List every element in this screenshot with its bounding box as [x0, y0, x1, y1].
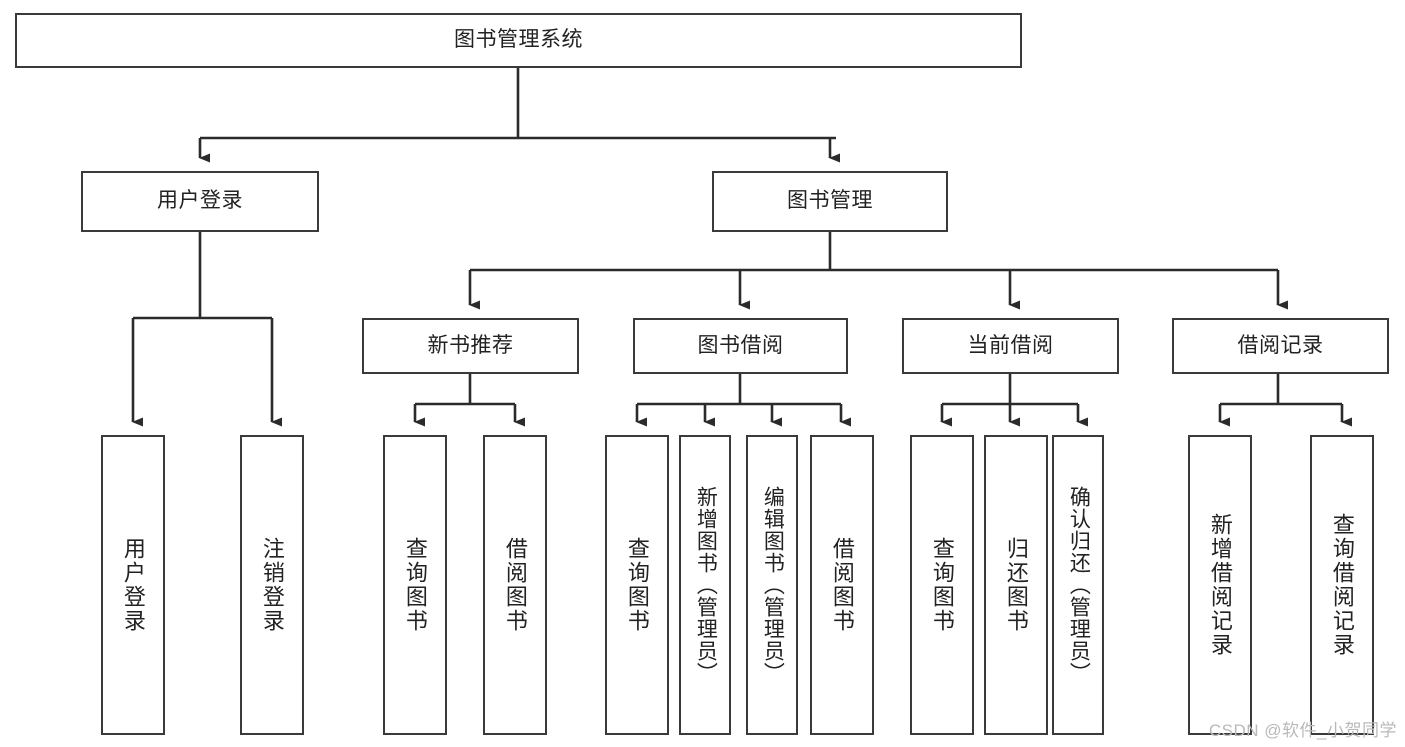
node-user-login-label: 用户登录 — [157, 189, 243, 213]
node-book-management-label: 图书管理 — [787, 189, 873, 213]
node-borrow-records-label: 借阅记录 — [1237, 333, 1324, 357]
node-user-login[interactable]: 用户登录 — [81, 171, 319, 232]
leaf-query-book-borrow[interactable]: 查询图书 — [605, 435, 669, 735]
leaf-query-book-rec-label: 查询图书 — [402, 537, 428, 633]
leaf-user-login[interactable]: 用户登录 — [101, 435, 165, 735]
leaf-return-book[interactable]: 归还图书 — [984, 435, 1048, 735]
leaf-query-book-current-label: 查询图书 — [929, 537, 955, 633]
leaf-add-book-admin[interactable]: 新增图书（管理员） — [679, 435, 731, 735]
node-current-borrow[interactable]: 当前借阅 — [902, 318, 1119, 374]
csdn-watermark: CSDN @软件_小贺同学 — [1208, 721, 1397, 740]
leaf-add-book-admin-label: 新增图书（管理员） — [694, 486, 718, 684]
leaf-add-borrow-record[interactable]: 新增借阅记录 — [1188, 435, 1252, 735]
leaf-logout-label: 注销登录 — [259, 537, 285, 633]
node-book-borrow[interactable]: 图书借阅 — [633, 318, 848, 374]
leaf-return-book-label: 归还图书 — [1003, 537, 1029, 633]
leaf-user-login-label: 用户登录 — [120, 537, 146, 633]
leaf-query-book-current[interactable]: 查询图书 — [910, 435, 974, 735]
leaf-query-borrow-record-label: 查询借阅记录 — [1329, 513, 1355, 657]
node-borrow-records[interactable]: 借阅记录 — [1172, 318, 1389, 374]
leaf-query-book-borrow-label: 查询图书 — [624, 537, 650, 633]
leaf-borrow-book-rec-label: 借阅图书 — [502, 537, 528, 633]
node-root[interactable]: 图书管理系统 — [15, 13, 1022, 68]
leaf-edit-book-admin[interactable]: 编辑图书（管理员） — [746, 435, 798, 735]
leaf-logout[interactable]: 注销登录 — [240, 435, 304, 735]
leaf-query-borrow-record[interactable]: 查询借阅记录 — [1310, 435, 1374, 735]
node-book-borrow-label: 图书借阅 — [697, 333, 784, 357]
leaf-borrow-book-label: 借阅图书 — [829, 537, 855, 633]
node-book-management[interactable]: 图书管理 — [712, 171, 948, 232]
node-root-label: 图书管理系统 — [454, 28, 583, 52]
leaf-confirm-return-admin[interactable]: 确认归还（管理员） — [1052, 435, 1104, 735]
node-new-book-recommend-label: 新书推荐 — [427, 333, 514, 357]
leaf-add-borrow-record-label: 新增借阅记录 — [1207, 513, 1233, 657]
leaf-query-book-rec[interactable]: 查询图书 — [383, 435, 447, 735]
leaf-confirm-return-admin-label: 确认归还（管理员） — [1067, 486, 1091, 684]
leaf-borrow-book[interactable]: 借阅图书 — [810, 435, 874, 735]
node-current-borrow-label: 当前借阅 — [967, 333, 1054, 357]
leaf-borrow-book-rec[interactable]: 借阅图书 — [483, 435, 547, 735]
leaf-edit-book-admin-label: 编辑图书（管理员） — [761, 486, 785, 684]
node-new-book-recommend[interactable]: 新书推荐 — [362, 318, 579, 374]
